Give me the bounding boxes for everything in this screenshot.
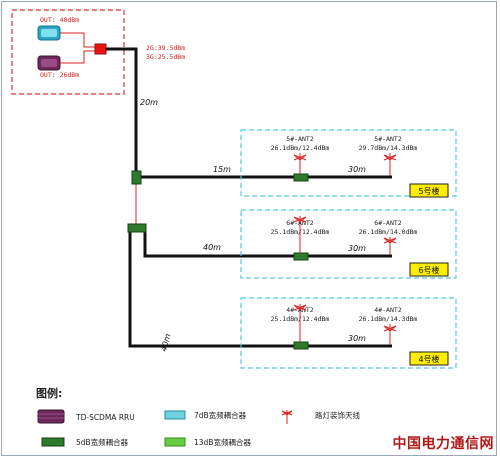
cable-length-b5-right: 30m [348,165,366,174]
b6-ant2-power: 26.1dBm/14.0dBm [359,228,418,236]
b4-ant2-name: 4#-ANT2 [374,306,401,314]
legend-5db-icon [41,437,65,447]
legend-antenna-icon [281,410,293,424]
legend-5db-label: 5dB宽频耦合器 [76,437,129,447]
legend-7db-icon [164,410,186,420]
building-6-box [240,209,457,279]
b6-label: 6号楼 [418,265,439,275]
legend-7db-label: 7dB宽频耦合器 [194,410,247,420]
b5-ant1-name: 5#-ANT2 [286,135,313,143]
rru-top-icon-inner [41,29,57,37]
legend-antenna-label: 路灯装饰天线 [315,410,360,420]
cable-length-main: 20m [140,98,158,107]
combiner-icon [94,43,107,55]
b6-ant2-name: 6#-ANT2 [374,219,401,227]
legend-13db-icon [164,437,186,447]
b5-label-box [409,183,449,198]
b4-coupler-5db [293,341,309,350]
combined-2g-label: 2G:39.5dBm [146,44,185,52]
building-4-box [240,297,457,369]
b4-ant2-power: 26.1dBm/14.3dBm [359,315,418,323]
cable-length-b5: 15m [213,165,231,174]
b5-coupler-5db [293,173,309,182]
b4-label: 4号楼 [418,354,439,364]
coupler-5db-trunk-2 [127,223,147,233]
main-trunk-cable [106,47,138,176]
rru-bottom-icon-inner [41,59,57,67]
b4-label-box [409,351,449,366]
b6-ant2-antenna-icon [383,237,397,255]
b5-ant2-name: 5#-ANT2 [374,135,401,143]
b6-coupler-5db [293,252,309,261]
b5-ant1-antenna-icon [293,153,307,174]
b5-ant1-power: 26.1dBm/12.4dBm [271,144,330,152]
coupler-5db-trunk [131,170,142,185]
site-watermark: 中国电力通信网 [392,436,494,452]
b5-ant2-antenna-icon [383,153,397,176]
b4-ant1-antenna-icon [293,304,307,343]
cable-length-b4-right: 30m [348,334,366,343]
b5-label: 5号楼 [418,186,439,196]
b6-ant1-antenna-icon [293,216,307,253]
legend-title: 图例: [36,386,62,400]
building-5-box [240,129,457,197]
b4-ant2-antenna-icon [383,324,397,345]
feeder-bottom [60,50,95,64]
cable-length-b6: 40m [203,243,221,252]
out-bottom-label: OUT: 26dBm [40,71,79,79]
cable-length-b4: 40m [159,333,172,353]
feeder-top [60,32,95,48]
legend-rru-icon [37,409,65,424]
source-dashed-box [11,9,125,95]
legend-rru-label: TD-SCDMA RRU [75,413,135,422]
b5-ant2-power: 29.7dBm/14.3dBm [359,144,418,152]
combined-3g-label: 3G:25.5dBm [146,53,185,61]
legend-13db-label: 13dB宽频耦合器 [194,437,251,447]
b6-label-box [409,262,449,277]
out-top-label: OUT: 40dBm [40,16,79,24]
cable-length-b6-right: 30m [348,244,366,253]
